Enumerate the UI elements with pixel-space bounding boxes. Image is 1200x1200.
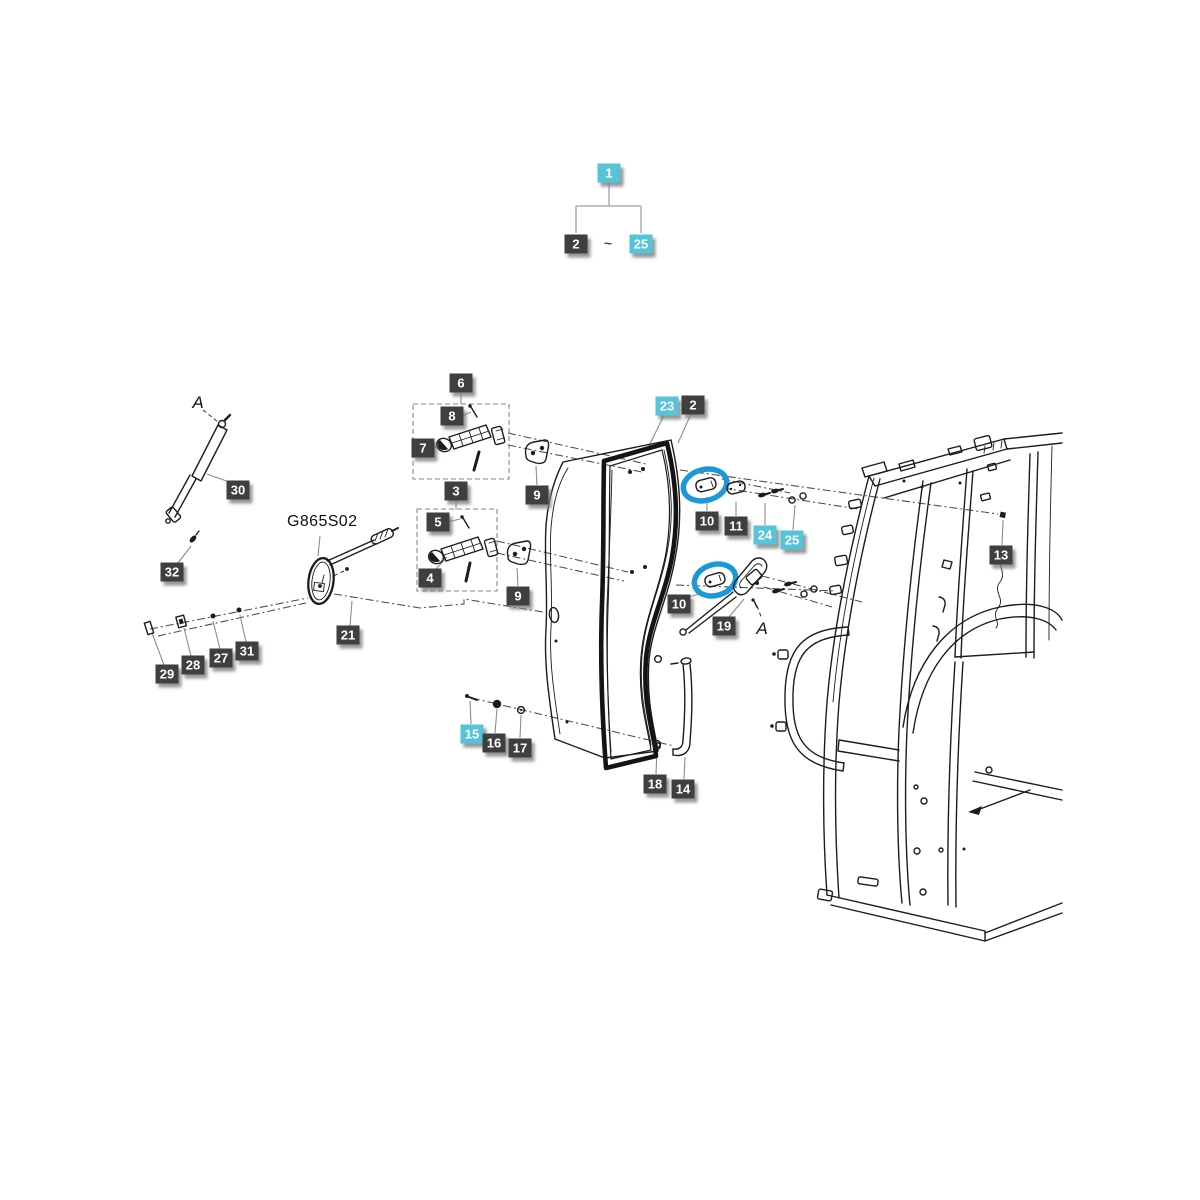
part-badge-15[interactable]: 15 <box>460 724 484 744</box>
mirror-assembly <box>307 527 399 606</box>
hinge-upper <box>435 404 506 472</box>
part-badge-6[interactable]: 6 <box>449 373 473 393</box>
part-badge-23[interactable]: 23 <box>655 396 679 416</box>
part-badge-17[interactable]: 17 <box>508 738 532 758</box>
part-badge-18[interactable]: 18 <box>643 774 667 794</box>
part-badge-2[interactable]: 2 <box>564 234 588 254</box>
door-glass-panel <box>544 439 681 759</box>
part-badge-8[interactable]: 8 <box>440 406 464 426</box>
gas-strut <box>165 413 232 543</box>
part-badge-27[interactable]: 27 <box>209 648 233 668</box>
striker-plate-upper <box>695 477 717 493</box>
part-badge-1[interactable]: 1 <box>597 163 621 183</box>
figure-code: G865S02 <box>287 513 358 530</box>
fastener-13 <box>999 511 1007 519</box>
view-letter-a-handle: A <box>756 619 768 638</box>
part-badge-19[interactable]: 19 <box>712 616 736 636</box>
part-badge-14[interactable]: 14 <box>671 779 695 799</box>
fasteners-24-25 <box>758 488 807 504</box>
striker-shim-11 <box>726 480 746 495</box>
part-badge-30[interactable]: 30 <box>226 480 250 500</box>
hierarchy-connector <box>575 183 642 233</box>
part-badge-9-2[interactable]: 9 <box>506 586 530 606</box>
part-badge-32[interactable]: 32 <box>160 562 184 582</box>
hinge-lower <box>427 515 499 583</box>
bottom-fasteners <box>465 694 526 715</box>
construction-lines <box>149 409 999 747</box>
part-badge-13[interactable]: 13 <box>989 545 1013 565</box>
part-badge-7[interactable]: 7 <box>411 438 435 458</box>
highlight-ellipse-lower <box>691 561 739 599</box>
cab-frame <box>770 432 1063 942</box>
striker-plate-lower <box>704 571 726 588</box>
part-badge-31[interactable]: 31 <box>235 641 259 661</box>
hinge-bracket-lower <box>506 540 532 566</box>
part-badge-16[interactable]: 16 <box>482 733 506 753</box>
part-badge-11[interactable]: 11 <box>724 516 748 536</box>
handle-fasteners <box>772 581 818 598</box>
part-badge-24[interactable]: 24 <box>753 525 777 545</box>
part-badge-4[interactable]: 4 <box>418 568 442 588</box>
part-badge-29[interactable]: 29 <box>155 664 179 684</box>
part-badge-10-2[interactable]: 10 <box>667 594 691 614</box>
door-handle <box>732 557 768 608</box>
door-stay-rod <box>679 591 737 636</box>
part-badge-25-2[interactable]: 25 <box>780 530 804 550</box>
view-letter-a-strut: A <box>192 393 204 412</box>
part-badge-10[interactable]: 10 <box>695 511 719 531</box>
grab-bar <box>652 657 693 757</box>
mirror-fasteners <box>143 607 242 636</box>
highlight-ellipse-upper <box>680 466 730 504</box>
part-badge-3[interactable]: 3 <box>444 481 468 501</box>
range-separator: ~ <box>603 235 613 251</box>
part-badge-25[interactable]: 25 <box>629 234 653 254</box>
part-badge-21[interactable]: 21 <box>336 625 360 645</box>
hinge-bracket-upper <box>524 439 550 465</box>
part-badge-9[interactable]: 9 <box>525 485 549 505</box>
part-badge-28[interactable]: 28 <box>181 655 205 675</box>
part-badge-2-2[interactable]: 2 <box>681 395 705 415</box>
part-badge-5[interactable]: 5 <box>426 512 450 532</box>
